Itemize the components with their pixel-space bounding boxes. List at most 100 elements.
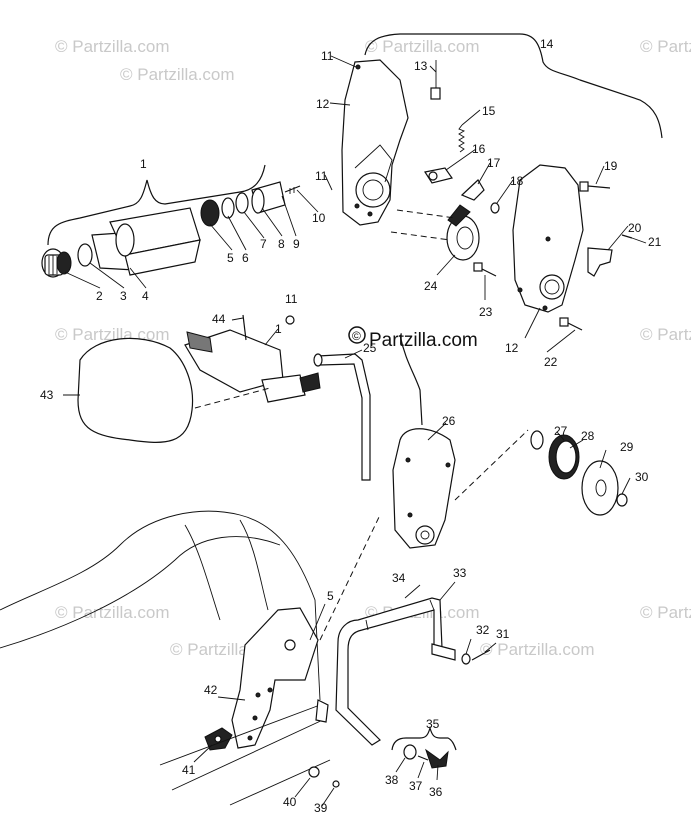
callout: 11 — [321, 49, 334, 63]
handle-screw — [471, 649, 491, 661]
callout: 5 — [227, 251, 234, 265]
callout: 37 — [409, 779, 423, 793]
callout: 43 — [40, 388, 54, 402]
callout: 44 — [212, 312, 226, 326]
starter-shaft — [284, 185, 301, 193]
callout: 27 — [554, 424, 568, 438]
callout: 32 — [476, 623, 490, 637]
grab-handle — [335, 597, 456, 746]
backrest-nut — [285, 315, 295, 325]
callout: 23 — [479, 305, 493, 319]
alignment-line — [390, 231, 451, 241]
brace-group-14 — [364, 33, 663, 139]
callout: 13 — [414, 59, 428, 73]
callout: 15 — [482, 104, 496, 118]
watermark: © Partzilla.com — [365, 37, 480, 56]
adjuster-lever — [587, 247, 613, 277]
callout: 12 — [505, 341, 519, 355]
callout: 29 — [620, 440, 634, 454]
brand-logo: © Partzilla.com — [348, 326, 478, 351]
callout: 1 — [140, 157, 147, 171]
seat-outline — [0, 510, 321, 701]
callout: 28 — [581, 429, 595, 443]
callout: 34 — [392, 571, 406, 585]
recoil-pulley — [581, 460, 619, 516]
chaincase-outer-cover — [512, 164, 584, 313]
starter-spring — [221, 197, 235, 219]
frame-nut — [308, 766, 320, 778]
callout: 8 — [278, 237, 285, 251]
callout: 3 — [120, 289, 127, 303]
callout-labels: 1 2 3 4 5 6 7 8 9 10 11 11 11 12 12 13 1… — [40, 37, 662, 815]
callout: 21 — [648, 235, 662, 249]
lower-cover-bolt — [559, 317, 583, 331]
wing-bolt — [425, 748, 449, 769]
backrest-pad — [77, 337, 194, 443]
throttle-cable — [430, 60, 441, 100]
brake-arm — [460, 179, 485, 201]
callout: 11 — [315, 169, 328, 183]
callout: 31 — [496, 627, 510, 641]
callout: 41 — [182, 763, 196, 777]
alignment-line — [319, 514, 381, 641]
watermark: © Partzilla.com — [480, 640, 595, 659]
callout: 42 — [204, 683, 218, 697]
cover-bolt — [579, 181, 611, 192]
callout: 2 — [96, 289, 103, 303]
pull-rod — [313, 353, 371, 481]
brand-symbol: © — [352, 329, 361, 343]
recoil-housing — [392, 334, 456, 549]
frame-rails — [159, 699, 331, 806]
callout: 19 — [604, 159, 618, 173]
alignment-line — [194, 387, 271, 409]
brake-disc — [446, 204, 480, 261]
callout: 35 — [426, 717, 440, 731]
callout: 36 — [429, 785, 443, 799]
brand-text: Partzilla.com — [369, 330, 478, 351]
watermark: © Partzilla.com — [640, 37, 691, 56]
callout: 14 — [540, 37, 554, 51]
watermark: © Partzilla.com — [640, 325, 691, 344]
watermark: © Partzilla.com — [55, 603, 170, 622]
frame-washer — [332, 780, 340, 788]
mount-bracket — [231, 607, 319, 749]
alignment-line — [396, 209, 456, 219]
callout: 4 — [142, 289, 149, 303]
adjuster-screw — [621, 234, 633, 239]
brake-bolt — [473, 262, 497, 277]
callout: 24 — [424, 279, 438, 293]
callout: 20 — [628, 221, 642, 235]
recoil-cable — [399, 334, 423, 426]
brace-group-35 — [391, 725, 457, 751]
watermark: © Partzilla.com — [640, 603, 691, 622]
starter-assembly — [41, 181, 301, 278]
callout: 9 — [293, 237, 300, 251]
pivot-pin — [490, 202, 500, 214]
handle-bushing — [403, 744, 417, 760]
watermark: © Partzilla.com — [120, 65, 235, 84]
starter-washer — [77, 243, 93, 267]
starter-end-cap — [41, 248, 72, 278]
pulley-nut — [616, 493, 628, 507]
brace-group-1 — [47, 164, 266, 246]
callout: 10 — [312, 211, 326, 225]
callout: 18 — [510, 174, 524, 188]
recoil-washer — [530, 430, 544, 450]
mount-knob — [204, 727, 233, 751]
callout: 6 — [242, 251, 249, 265]
watermark: © Partzilla.com — [55, 37, 170, 56]
alignment-line — [454, 429, 529, 501]
callout: 1 — [275, 322, 282, 336]
callout: 40 — [283, 795, 297, 809]
handle-washer — [461, 653, 471, 665]
callout: 7 — [260, 237, 267, 251]
callout: 16 — [472, 142, 486, 156]
handle-washer-2 — [417, 755, 429, 761]
backrest-mount — [184, 314, 321, 403]
callout: 38 — [385, 773, 399, 787]
callout: 12 — [316, 97, 330, 111]
callout: 22 — [544, 355, 558, 369]
recoil-spring-reel — [548, 434, 580, 480]
callout: 26 — [442, 414, 456, 428]
